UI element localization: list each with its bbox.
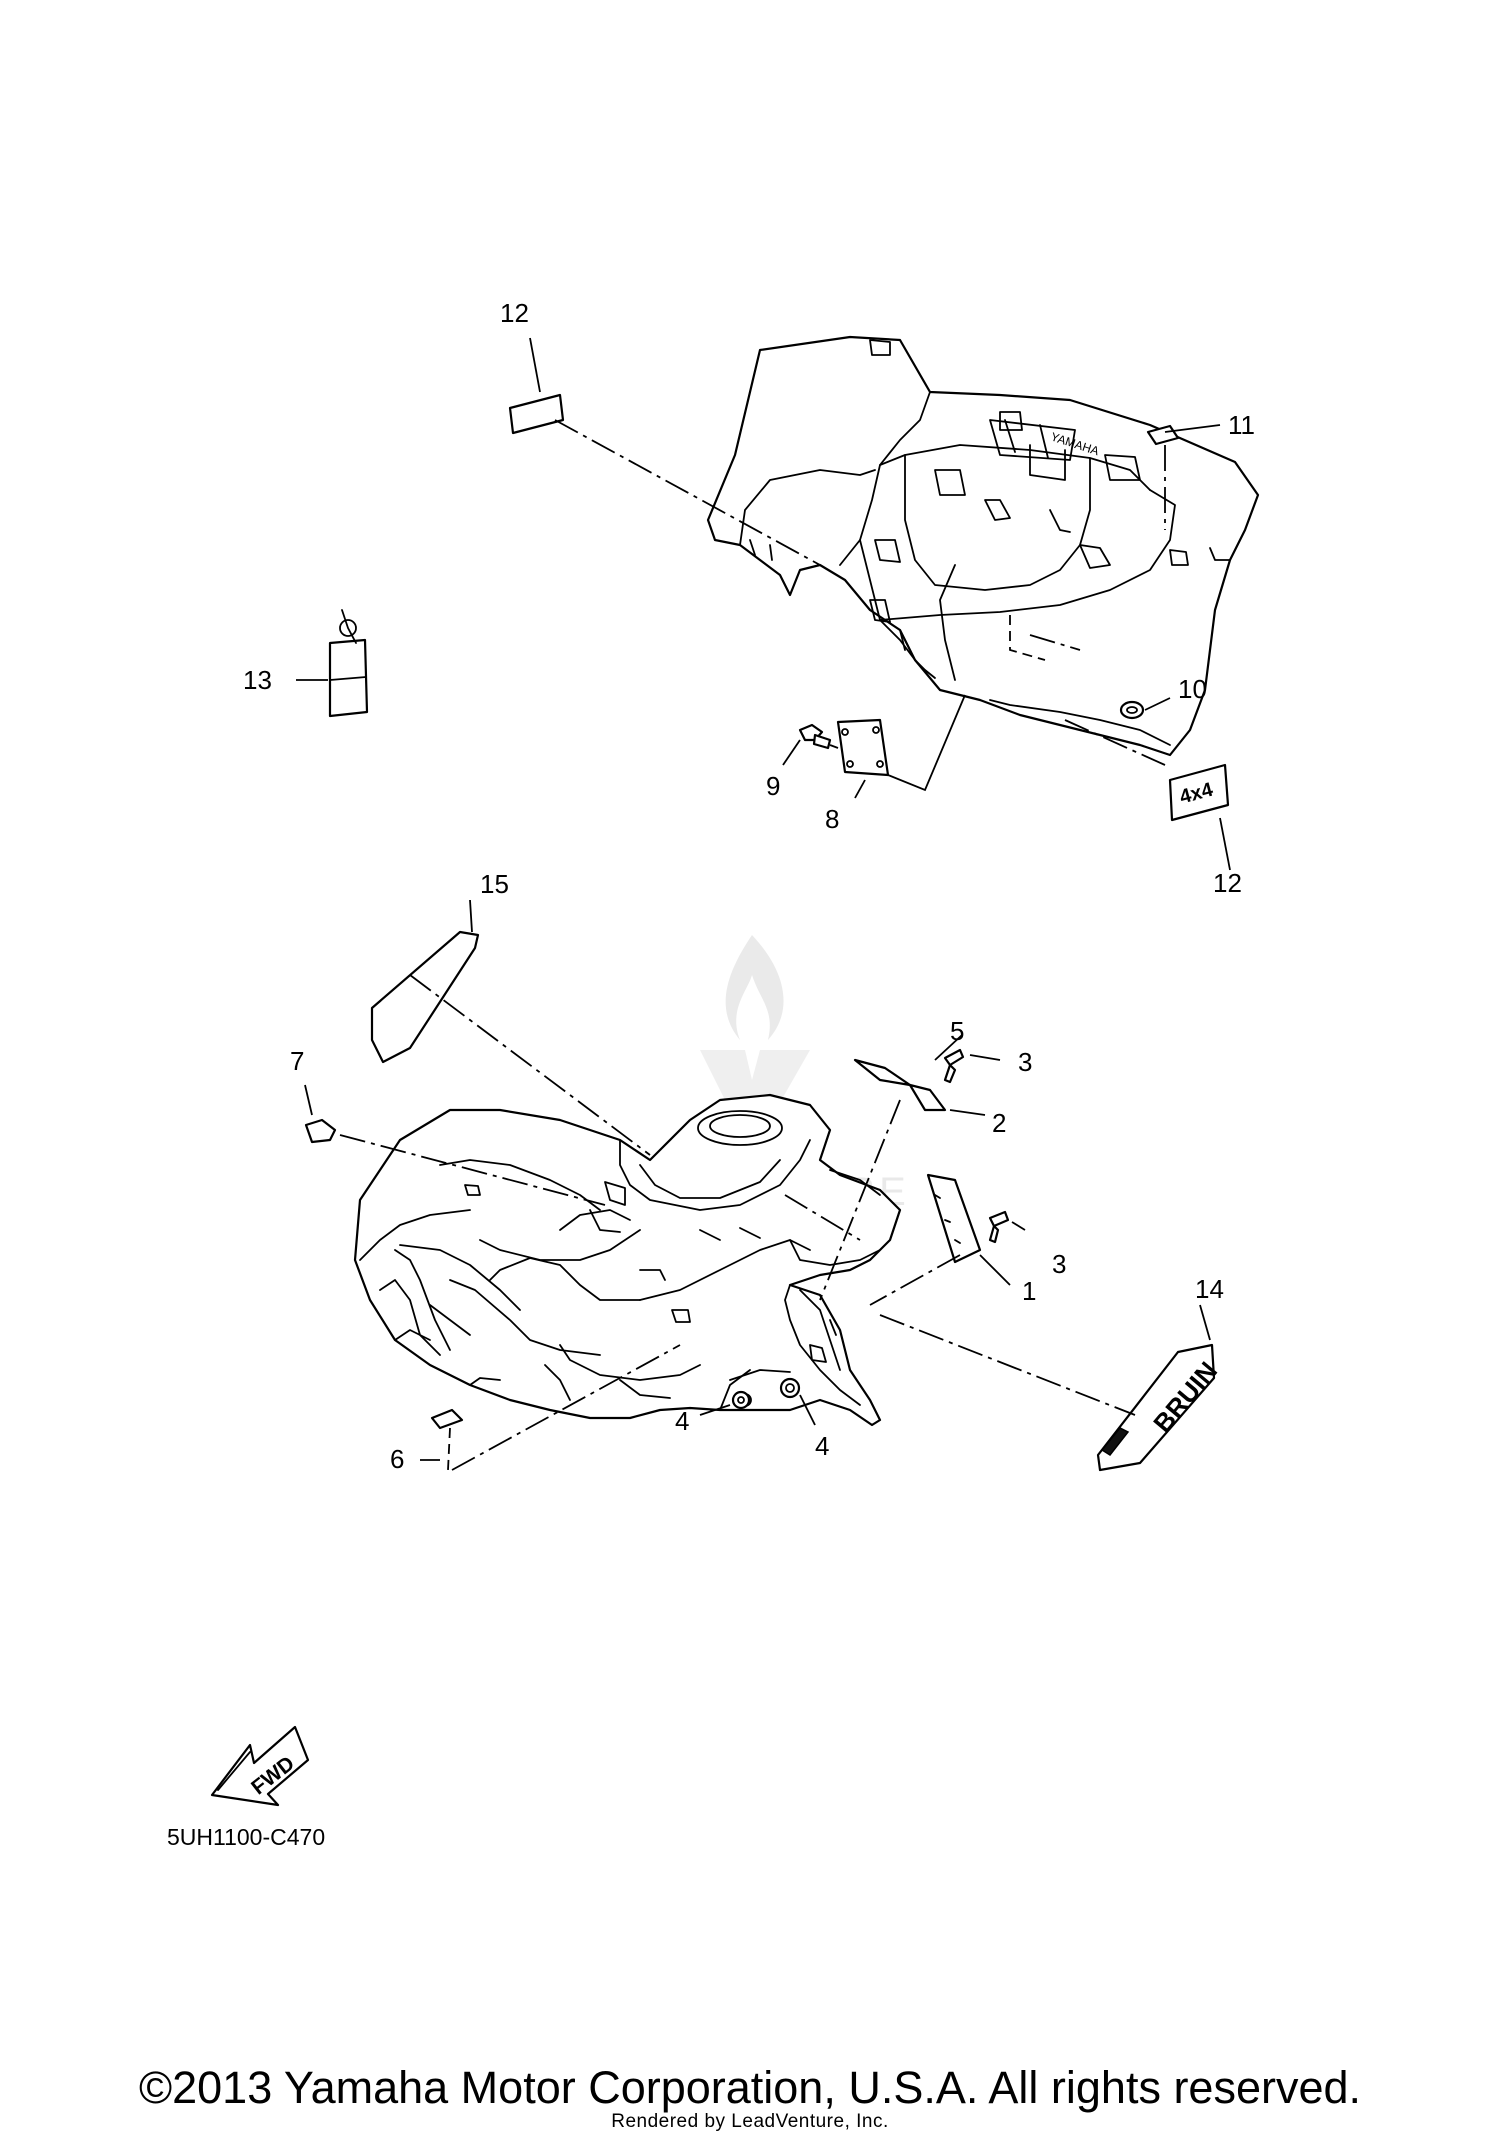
part-1-plate [926,1173,982,1264]
part-2-plate [908,1083,947,1112]
part-3-screw-upper [943,1048,965,1084]
part-9-screw [798,723,832,750]
part-7-cap [304,1118,337,1144]
part-3-screw-lower [988,1210,1010,1244]
watermark-flame-icon [725,935,784,1040]
part-4-grommet-right [779,1377,801,1399]
callout-14: 14 [1195,1274,1224,1304]
callout-6: 6 [390,1444,404,1474]
part-6-label [430,1408,464,1430]
callout-3-lower: 3 [1052,1249,1066,1279]
callout-4-left: 4 [675,1406,689,1436]
diagram-code: 5UH1100-C470 [167,1824,325,1850]
part-10-grommet [1119,700,1145,720]
callout-12-lower: 12 [1213,868,1242,898]
part-12-emblem-4x4: 4x4 [1168,763,1230,822]
fwd-arrow-icon: FWD [210,1725,310,1807]
rendered-by-notice: Rendered by LeadVenture, Inc. [611,2111,889,2132]
callout-9: 9 [766,771,780,801]
part-15-decal [370,930,480,1064]
callout-4-right: 4 [815,1431,829,1461]
callout-8: 8 [825,804,839,834]
part-12-decal-upper [508,393,565,435]
callout-10: 10 [1178,674,1207,704]
callout-13: 13 [243,665,272,695]
callout-7: 7 [290,1046,304,1076]
front-fender [353,1093,902,1427]
callout-5: 5 [950,1016,964,1046]
callout-15: 15 [480,869,509,899]
callout-11: 11 [1228,410,1255,440]
callout-2: 2 [992,1108,1006,1138]
callout-1: 1 [1022,1276,1036,1306]
rear-fender: YAMAHA [706,335,1260,757]
part-5-label [853,1058,912,1087]
callout-3-upper: 3 [1018,1047,1032,1077]
part-13-tag [328,609,369,718]
leader-lines [296,337,1231,1471]
part-4-grommet-left [731,1390,751,1410]
callout-12-upper: 12 [500,298,529,328]
copyright-notice: ©2013 Yamaha Motor Corporation, U.S.A. A… [138,2062,1362,2113]
